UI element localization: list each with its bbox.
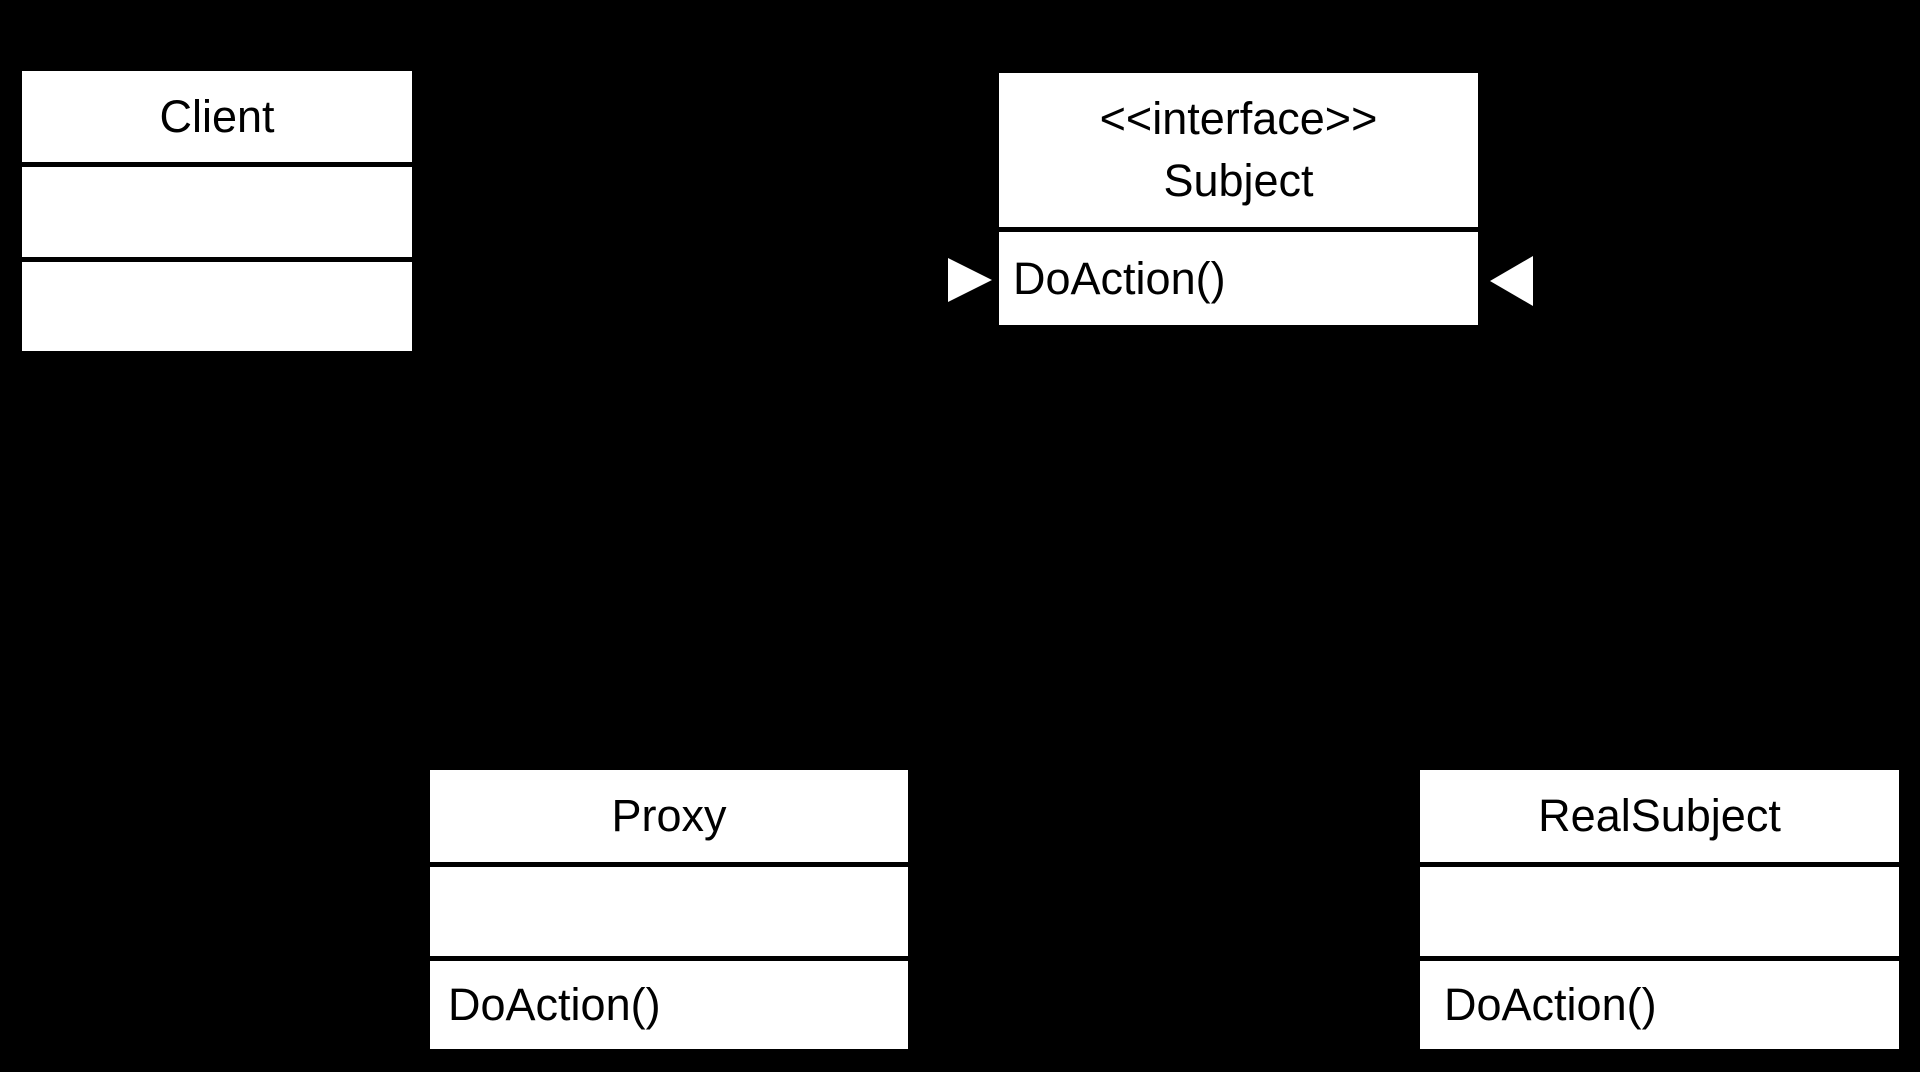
proxy-class-name: Proxy bbox=[611, 790, 727, 842]
proxy-methods-text: DoAction() bbox=[448, 979, 661, 1031]
subject-class-name: Subject bbox=[1163, 155, 1314, 206]
subject-name-compartment: <<interface>> Subject bbox=[999, 73, 1478, 227]
class-box-client: Client bbox=[22, 71, 412, 351]
realsubject-name-compartment: RealSubject bbox=[1420, 770, 1899, 862]
client-class-name: Client bbox=[159, 90, 275, 142]
realsubject-methods-compartment: DoAction() bbox=[1420, 961, 1899, 1049]
class-box-proxy: Proxy DoAction() bbox=[430, 770, 908, 1049]
client-methods-compartment bbox=[22, 262, 412, 351]
hollow-triangle-arrowhead-left-icon bbox=[948, 258, 992, 302]
proxy-attributes-compartment bbox=[430, 867, 908, 956]
subject-methods-compartment: DoAction() bbox=[999, 232, 1478, 325]
realsubject-attributes-compartment bbox=[1420, 867, 1899, 956]
subject-methods-text: DoAction() bbox=[1013, 252, 1226, 304]
realsubject-class-name: RealSubject bbox=[1538, 790, 1781, 842]
realsubject-methods-text: DoAction() bbox=[1444, 979, 1657, 1031]
proxy-name-compartment: Proxy bbox=[430, 770, 908, 862]
proxy-methods-compartment: DoAction() bbox=[430, 961, 908, 1049]
client-attributes-compartment bbox=[22, 167, 412, 257]
subject-title-stack: <<interface>> Subject bbox=[1100, 88, 1378, 212]
class-box-realsubject: RealSubject DoAction() bbox=[1420, 770, 1899, 1049]
class-box-subject: <<interface>> Subject DoAction() bbox=[999, 73, 1478, 325]
subject-stereotype: <<interface>> bbox=[1099, 93, 1378, 144]
client-name-compartment: Client bbox=[22, 71, 412, 162]
hollow-triangle-arrowhead-right-icon bbox=[1490, 256, 1533, 306]
